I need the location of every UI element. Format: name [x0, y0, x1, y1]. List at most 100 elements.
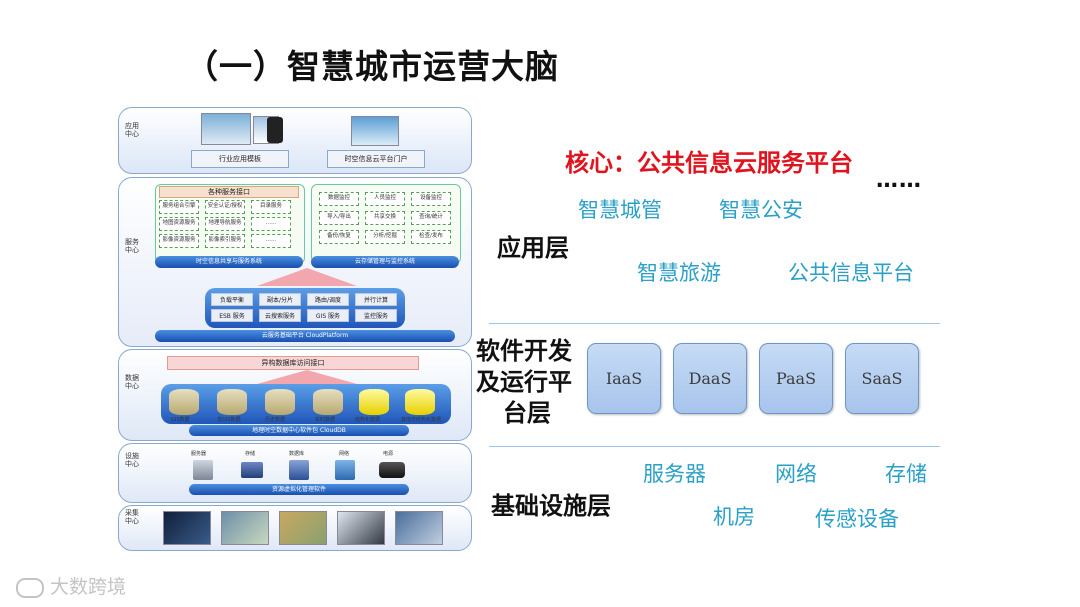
app-template-box: 行业应用模板 [191, 150, 289, 168]
service-interface-bar: 各种服务接口 [159, 186, 299, 198]
monitor-cell: 设备监控 [411, 192, 451, 206]
service-model-saas: SaaS [845, 343, 919, 414]
data-item-label: 实时数据 [315, 417, 336, 423]
monitor-cell: 备份/恢复 [319, 230, 359, 244]
service-center-label: 服务中心 [125, 238, 139, 255]
layer-divider-top [489, 323, 940, 324]
monitor-cell: 分析/挖掘 [365, 230, 405, 244]
database-icon [405, 389, 435, 415]
infra-center-bar: 资源虚拟化管理软件 [189, 484, 409, 495]
data-item-label: 结构化数据 [355, 417, 381, 423]
data-center-band: 数据中心 异构数据库访问接口 GIS数据 非GIS数据 历史数据 实时数据 结构… [118, 349, 472, 441]
cloud-cell: 负载平衡 [211, 293, 253, 306]
network-icon [335, 460, 355, 480]
data-item-label: GIS数据 [171, 417, 190, 423]
service-model-paas: PaaS [759, 343, 833, 414]
power-icon [379, 462, 405, 478]
software-layer-label-line: 台层 [503, 399, 551, 428]
app-item-smart-city-management: 智慧城管 [578, 198, 662, 222]
database-icon [313, 389, 343, 415]
app-item-public-info-platform: 公共信息平台 [788, 261, 914, 285]
app-phone-image [267, 117, 283, 143]
app-item-smart-tourism: 智慧旅游 [637, 261, 721, 285]
server-icon [193, 460, 213, 480]
software-layer-label-line: 及运行平 [476, 368, 572, 397]
aerial-image [221, 511, 269, 545]
cloud-cell: 云搜索服务 [259, 309, 301, 322]
layer-divider-bottom [489, 446, 940, 447]
infra-item-machine-room: 机房 [713, 505, 755, 529]
core-platform-heading: 核心：公共信息云服务平台 [565, 149, 853, 177]
infra-item-server: 服务器 [643, 462, 706, 486]
infra-item-sensor-device: 传感设备 [815, 507, 899, 531]
service-cell: 影像索引服务 [205, 234, 245, 248]
monitor-system-bar: 云存储管理与监控系统 [311, 256, 459, 268]
monitor-cell: 人员监控 [365, 192, 405, 206]
watermark-text: 大数跨境 [50, 576, 127, 598]
cloud-platform-bar: 云服务基础平台 CloudPlatform [155, 330, 455, 342]
service-cell: 地图资源服务 [159, 217, 199, 231]
service-system-bar: 时空信息共享与服务系统 [155, 256, 303, 268]
infra-center-band: 设施中心 服务器 存储 数据库 网络 电源 资源虚拟化管理软件 [118, 443, 472, 503]
infra-item-label: 电源 [383, 451, 394, 457]
monitor-cell: 共享交换 [365, 211, 405, 225]
monitor-cell: 数据监控 [319, 192, 359, 206]
infra-item-label: 数据库 [289, 451, 305, 457]
database-icon [359, 389, 389, 415]
more-ellipsis: …… [876, 168, 922, 193]
data-center-bar: 地理时空数据中心软件包 CloudDB [189, 425, 409, 436]
monitor-cell: 查询/统计 [411, 211, 451, 225]
software-layer-label-line: 软件开发 [476, 337, 572, 365]
infra-item-label: 网络 [339, 451, 350, 457]
cloud-cell: 并行计算 [355, 293, 397, 306]
service-cell: …… [251, 217, 291, 231]
cloud-cell: 副本/分片 [259, 293, 301, 306]
page-title: （一）智慧城市运营大脑 [185, 47, 559, 86]
collect-center-band: 采集中心 [118, 505, 472, 551]
service-cell: 地理导航服务 [205, 217, 245, 231]
street-image [395, 511, 443, 545]
data-item-label: 非GIS数据 [217, 417, 241, 423]
cloud-cell: ESB 服务 [211, 309, 253, 322]
application-layer-label: 应用层 [497, 234, 569, 262]
watermark-logo-icon [16, 577, 44, 598]
service-center-band: 服务中心 各种服务接口 服务组合引擎 安全认证/授权 目录服务 地图资源服务 地… [118, 177, 472, 347]
vehicle-image [337, 511, 385, 545]
collect-center-label: 采集中心 [125, 509, 139, 526]
database-icon [169, 389, 199, 415]
data-center-label: 数据中心 [125, 374, 139, 391]
app-center-band: 应用中心 行业应用模板 时空信息云平台门户 [118, 107, 472, 174]
database-icon [265, 389, 295, 415]
infra-item-storage: 存储 [885, 462, 927, 486]
service-cell: 目录服务 [251, 200, 291, 214]
monitor-cell: 检查/发布 [411, 230, 451, 244]
infra-item-label: 存储 [245, 451, 256, 457]
infra-item-network: 网络 [775, 462, 817, 486]
data-interface-bar: 异构数据库访问接口 [167, 356, 419, 370]
cloud-cell: 监控服务 [355, 309, 397, 322]
infra-item-label: 服务器 [191, 451, 207, 457]
software-layer-label: 软件开发 及运行平 台层 [476, 336, 572, 430]
database-icon [217, 389, 247, 415]
architecture-diagram: 应用中心 行业应用模板 时空信息云平台门户 服务中心 各种服务接口 服务组合引擎… [118, 107, 475, 551]
app-screenshot-1 [201, 113, 251, 145]
survey-image [279, 511, 327, 545]
up-arrow-icon [257, 268, 357, 286]
app-portal-box: 时空信息云平台门户 [327, 150, 425, 168]
watermark: 大数跨境 [16, 572, 126, 599]
service-model-iaas: IaaS [587, 343, 661, 414]
infra-center-label: 设施中心 [125, 452, 139, 469]
data-item-label: 其他非结构化数据 [401, 417, 442, 423]
storage-icon [241, 462, 263, 478]
service-cell: …… [251, 234, 291, 248]
database-server-icon [289, 460, 309, 480]
monitor-cell: 导入/导出 [319, 211, 359, 225]
app-item-smart-police: 智慧公安 [719, 198, 803, 222]
satellite-image [163, 511, 211, 545]
infra-layer-label: 基础设施层 [491, 492, 611, 520]
data-up-arrow-icon [257, 370, 357, 384]
cloud-cell: 路由/调度 [307, 293, 349, 306]
app-screenshot-3 [351, 116, 399, 146]
data-store-box [161, 384, 451, 424]
data-item-label: 历史数据 [265, 417, 286, 423]
